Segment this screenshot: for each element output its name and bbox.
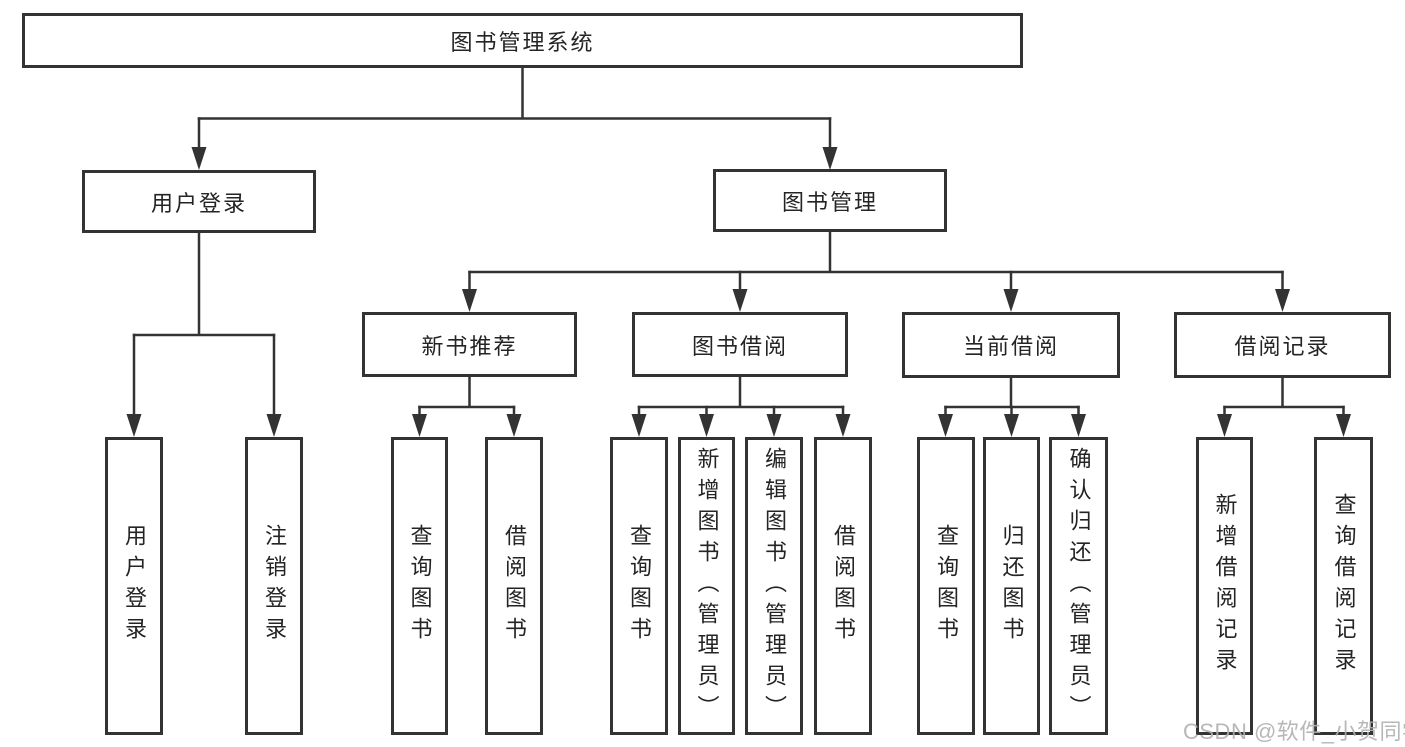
arrowhead-icon	[266, 414, 282, 437]
arrowhead-icon	[191, 147, 207, 170]
node-book-borrowing: 图书借阅	[632, 312, 848, 377]
arrowhead-icon	[699, 414, 714, 437]
connector-arrow-shafts	[132, 117, 1345, 419]
leaf-query-books-recommend: 查询图书	[391, 437, 448, 735]
leaf-edit-book-admin: 编辑图书（管理员）	[745, 437, 803, 735]
arrowhead-icon	[412, 414, 427, 437]
leaf-confirm-return-admin: 确认归还（管理员）	[1049, 437, 1108, 735]
arrowheads	[126, 147, 1351, 437]
node-borrowing-records: 借阅记录	[1174, 312, 1391, 378]
arrowhead-icon	[938, 414, 953, 437]
leaf-logout: 注销登录	[245, 437, 303, 735]
node-library-management-system: 图书管理系统	[22, 13, 1023, 68]
node-book-management: 图书管理	[713, 169, 947, 232]
leaf-user-login: 用户登录	[105, 437, 163, 735]
arrowhead-icon	[631, 414, 647, 437]
leaf-query-books-current: 查询图书	[917, 437, 975, 735]
node-new-book-recommendation: 新书推荐	[362, 312, 577, 377]
leaf-query-borrow-record: 查询借阅记录	[1314, 437, 1373, 735]
leaf-return-books: 归还图书	[983, 437, 1040, 735]
arrowhead-icon	[732, 289, 748, 312]
arrowhead-icon	[1275, 289, 1290, 312]
arrowhead-icon	[506, 414, 522, 437]
arrowhead-icon	[766, 414, 782, 437]
arrowhead-icon	[1217, 414, 1232, 437]
arrowhead-icon	[1003, 289, 1019, 312]
node-current-borrowing: 当前借阅	[902, 312, 1120, 378]
leaf-borrow-books: 借阅图书	[814, 437, 872, 735]
arrowhead-icon	[1336, 414, 1351, 437]
leaf-add-borrow-record: 新增借阅记录	[1196, 437, 1253, 735]
leaf-borrow-books-recommend: 借阅图书	[485, 437, 543, 735]
node-user-login: 用户登录	[82, 170, 316, 233]
leaf-query-books-borrow: 查询图书	[610, 437, 668, 735]
arrowhead-icon	[462, 289, 477, 312]
watermark: CSDN @软件_小贺同学	[1183, 719, 1405, 744]
arrowhead-icon	[1004, 414, 1019, 437]
arrowhead-icon	[1071, 414, 1086, 437]
arrowhead-icon	[835, 414, 851, 437]
arrowhead-icon	[126, 414, 142, 437]
arrowhead-icon	[822, 147, 838, 170]
connector-rails	[132, 66, 1345, 409]
leaf-add-book-admin: 新增图书（管理员）	[678, 437, 735, 735]
